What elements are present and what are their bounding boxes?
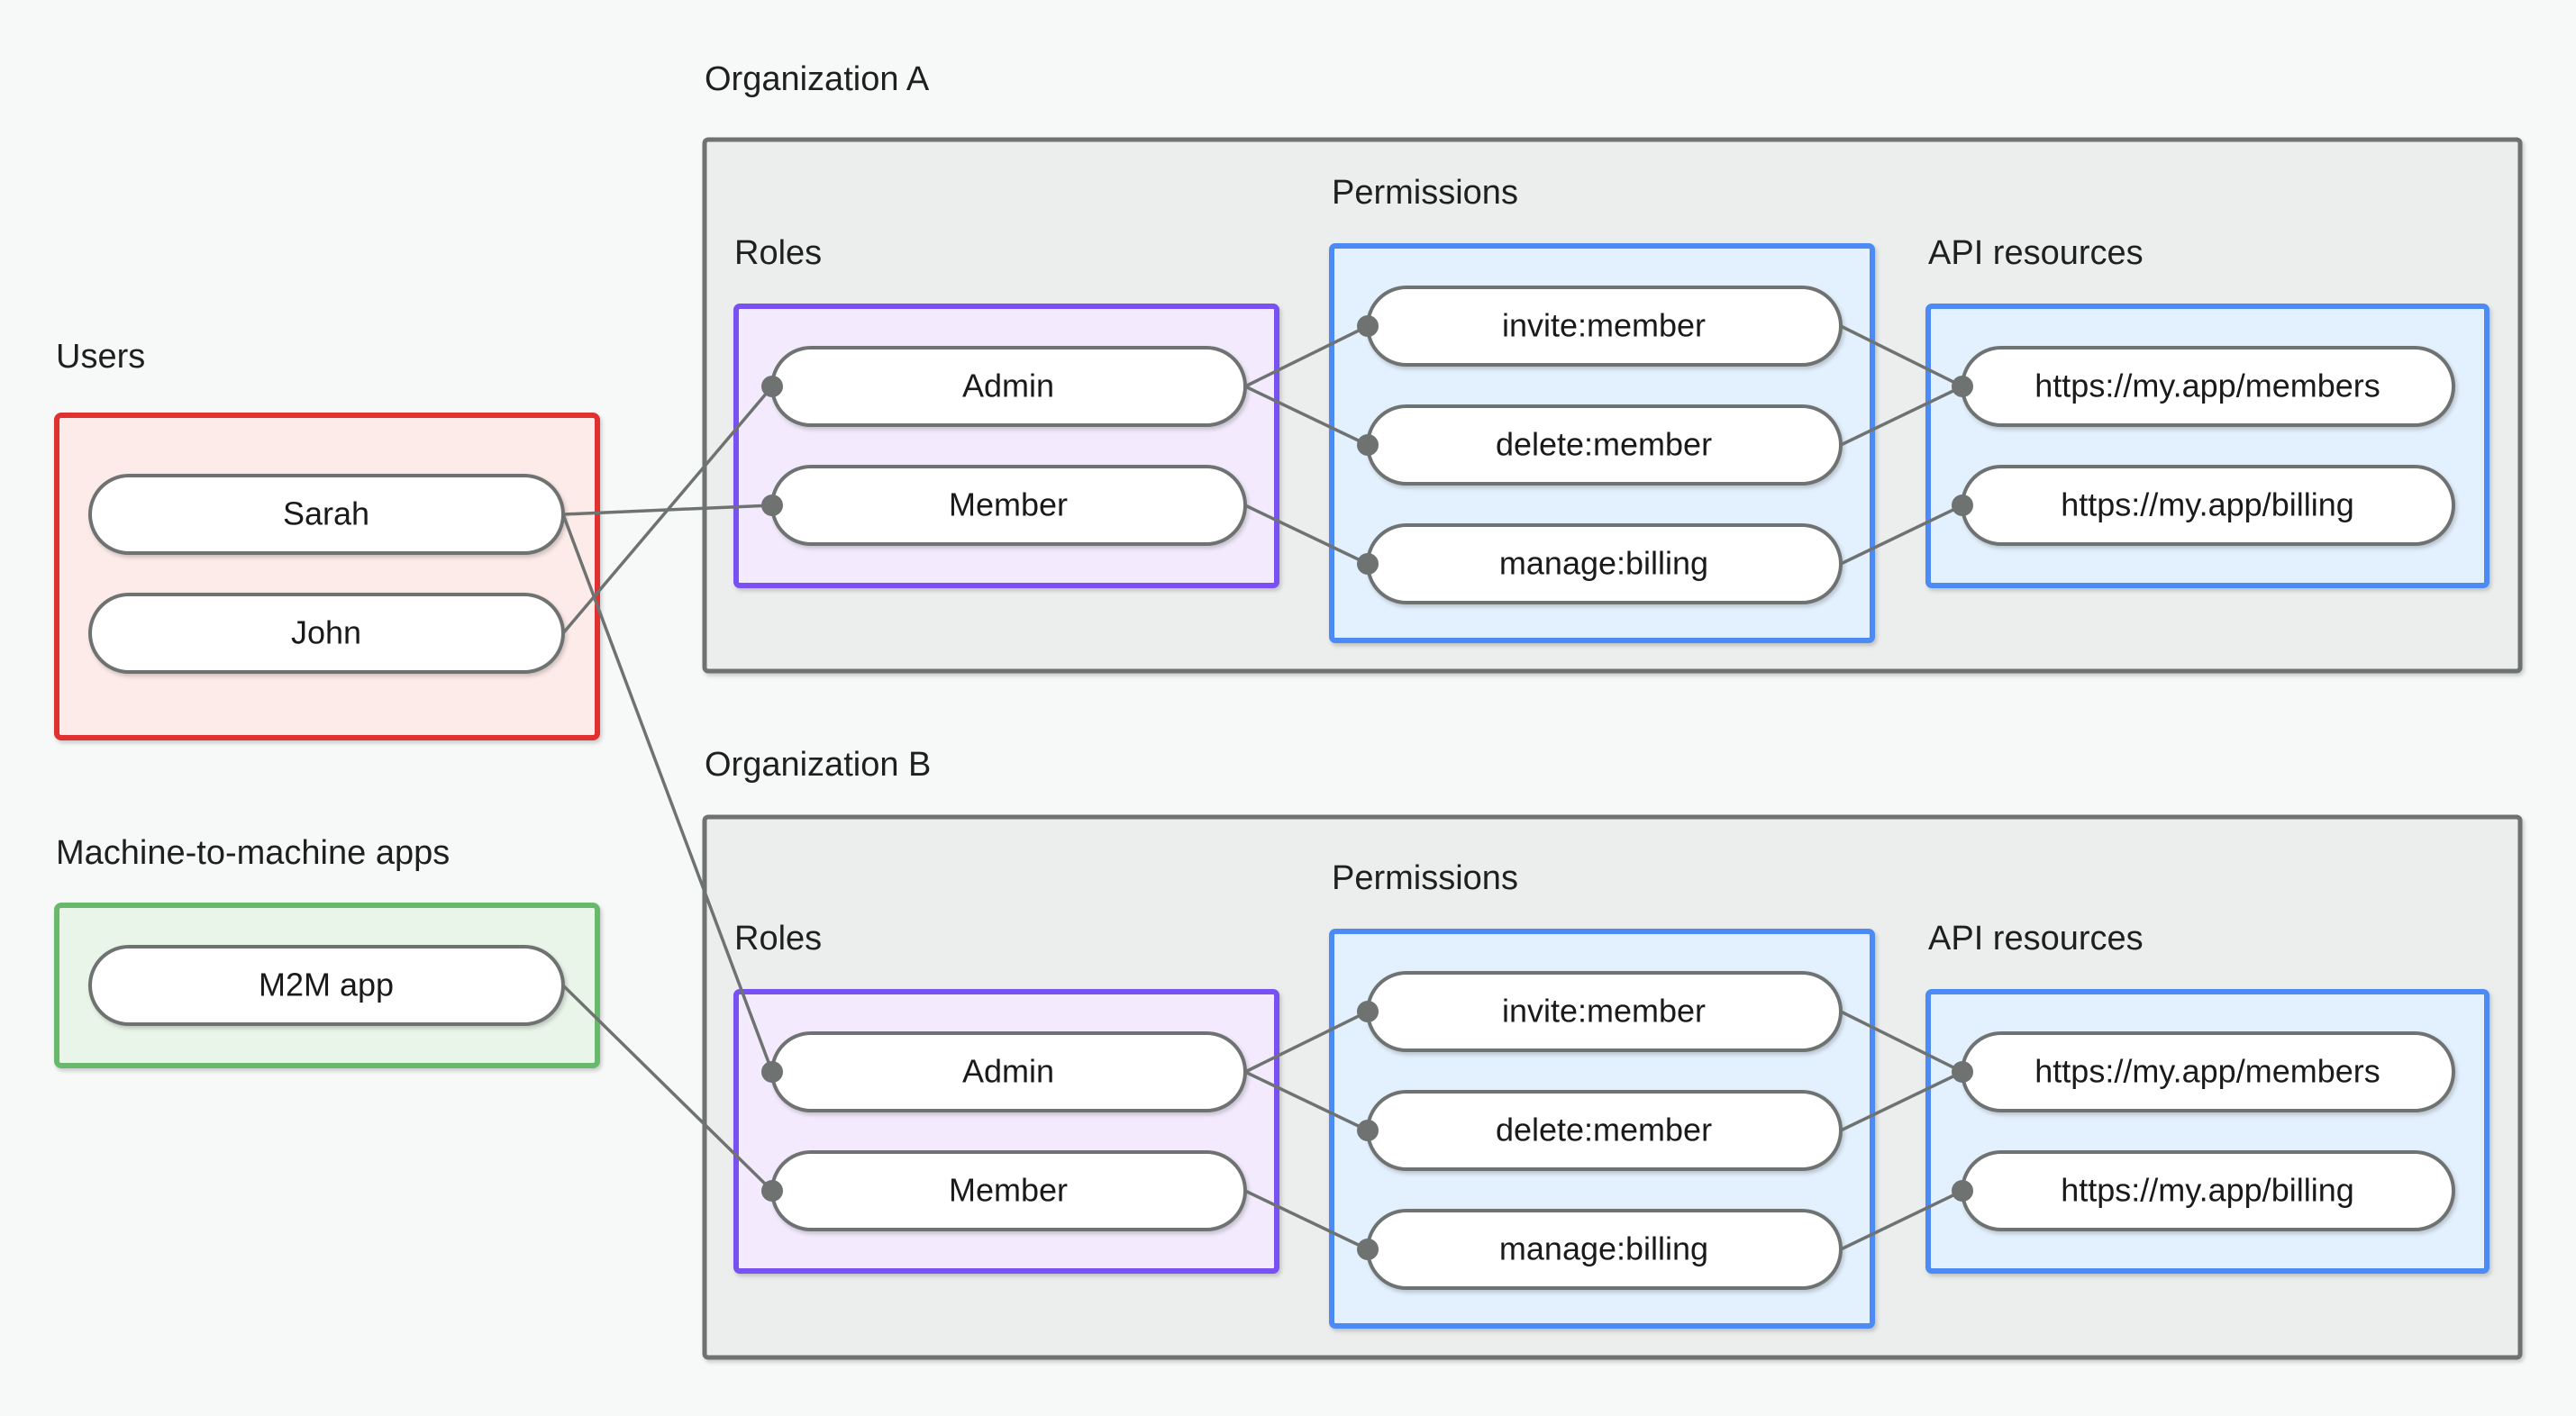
connector-dot-org-a-res-billing [1952, 495, 1973, 516]
org-a-roles-title: Roles [734, 234, 822, 272]
edge-org-b-invite-to-members [1840, 1010, 1963, 1074]
user-node-sarah-label: Sarah [283, 495, 369, 532]
edge-org-b-member-to-billing [1244, 1189, 1369, 1251]
org-b-api-resource-billing-label: https://my.app/billing [2061, 1172, 2354, 1209]
m2m-node-app-label: M2M app [259, 967, 394, 1003]
org-b-permission-manage-billing-label: manage:billing [1499, 1230, 1708, 1267]
connector-dot-org-b-delete [1357, 1120, 1379, 1141]
m2m-group-title: Machine-to-machine apps [56, 834, 450, 872]
org-b-permissions-title: Permissions [1332, 859, 1518, 897]
connector-dot-org-a-delete [1357, 434, 1379, 456]
org-a-permission-delete-member-label: delete:member [1496, 426, 1712, 463]
org-b-role-member-label: Member [949, 1172, 1068, 1209]
org-b-title: Organization B [705, 746, 931, 784]
edge-m2m-to-org-b-member [561, 984, 774, 1193]
org-b-roles-title: Roles [734, 920, 822, 958]
org-a-permissions-title: Permissions [1332, 174, 1518, 212]
user-node-john-label: John [291, 614, 361, 651]
edge-john-to-org-a-admin [561, 385, 774, 635]
edge-org-a-admin-to-invite [1244, 324, 1369, 388]
connector-dot-org-a-member [761, 495, 783, 516]
edge-org-b-billing-to-billing-resource [1840, 1189, 1963, 1251]
connector-dot-org-a-billing [1357, 553, 1379, 575]
org-b-permission-delete-member-label: delete:member [1496, 1112, 1712, 1148]
edge-org-a-admin-to-delete [1244, 385, 1369, 447]
connector-dot-layer [761, 315, 1973, 1260]
org-a-permission-manage-billing-label: manage:billing [1499, 545, 1708, 582]
edge-org-a-delete-to-members [1840, 385, 1963, 447]
connector-dot-org-a-invite [1357, 315, 1379, 337]
connector-dot-org-b-invite [1357, 1001, 1379, 1022]
connector-dot-org-b-billing [1357, 1239, 1379, 1260]
org-a-api-resources-title: API resources [1928, 234, 2144, 272]
org-b-api-resources-title: API resources [1928, 920, 2144, 958]
edge-sarah-to-org-b-admin [561, 513, 774, 1073]
users-group-title: Users [56, 338, 145, 376]
org-b-role-admin-label: Admin [962, 1053, 1054, 1090]
edge-org-a-member-to-billing [1244, 504, 1369, 566]
edge-org-b-admin-to-invite [1244, 1010, 1369, 1074]
org-a-role-member-label: Member [949, 486, 1068, 523]
connector-dot-org-b-member [761, 1180, 783, 1202]
org-a-title: Organization A [705, 60, 930, 98]
org-a-permission-invite-member-label: invite:member [1502, 307, 1706, 344]
edge-org-b-admin-to-delete [1244, 1070, 1369, 1132]
org-a-api-resource-members-label: https://my.app/members [2034, 368, 2380, 404]
connector-dot-org-b-res-billing [1952, 1180, 1973, 1202]
connector-dot-org-a-admin [761, 376, 783, 397]
connector-dot-org-b-admin [761, 1061, 783, 1083]
connector-dot-org-b-res-members [1952, 1061, 1973, 1083]
edge-org-a-invite-to-members [1840, 324, 1963, 388]
edge-layer [561, 324, 1963, 1251]
users-group-box [54, 413, 600, 740]
org-a-api-resource-billing-label: https://my.app/billing [2061, 486, 2354, 523]
connector-dot-org-a-res-members [1952, 376, 1973, 397]
org-a-role-admin-label: Admin [962, 368, 1054, 404]
edge-org-a-billing-to-billing-resource [1840, 504, 1963, 566]
edge-org-b-delete-to-members [1840, 1070, 1963, 1132]
org-b-permission-invite-member-label: invite:member [1502, 993, 1706, 1030]
org-b-api-resource-members-label: https://my.app/members [2034, 1053, 2380, 1090]
